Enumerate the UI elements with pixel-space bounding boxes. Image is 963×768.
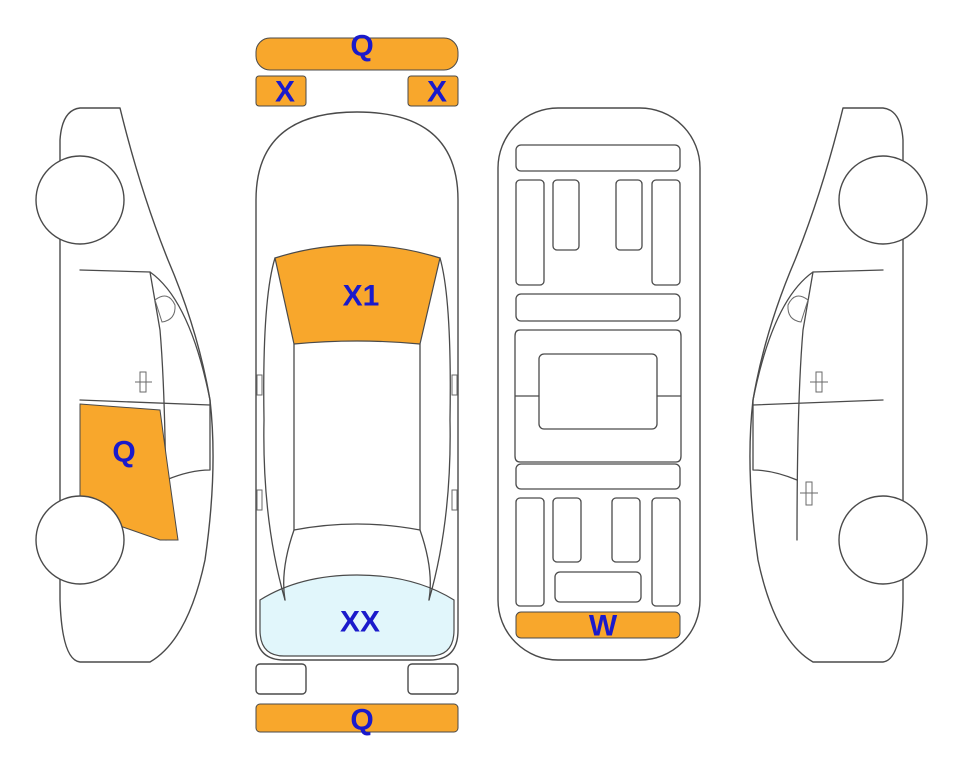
right-taillight: [407, 663, 459, 695]
underbody-mid-bar-2: [515, 463, 681, 490]
label-left-rear-door: Q: [112, 436, 135, 469]
label-windshield: X1: [343, 280, 380, 313]
right-side-door-seam: [752, 399, 884, 406]
underbody-rear-right-rail: [651, 497, 681, 607]
right-side-pillar: [796, 271, 814, 541]
label-front-bumper: Q: [350, 30, 373, 63]
top-view-rear-deck: [283, 529, 431, 601]
left-front-wheel: [35, 155, 125, 245]
label-rear-window: XX: [340, 606, 380, 639]
rear-bumper-damage: [255, 703, 459, 733]
top-view-right-mirror: [451, 374, 458, 396]
underbody-mid-bar-1: [515, 293, 681, 322]
underbody-front-right-rail: [651, 179, 681, 286]
underbody-outline: [497, 107, 701, 661]
right-headlight-damage: [407, 75, 459, 107]
underbody-center-frame: [514, 329, 682, 463]
top-view-right-side-line: [428, 257, 451, 601]
label-underbody-rear: W: [589, 610, 618, 643]
left-rear-wheel: [35, 495, 125, 585]
underbody-front-bar: [515, 144, 681, 172]
right-side-handle-front: [810, 371, 828, 393]
top-view-right-rear-marker: [451, 489, 458, 511]
right-side-view: [749, 107, 928, 663]
underbody-rear-left-inner: [552, 497, 582, 563]
underbody-rear-damage: [515, 611, 681, 639]
underbody-front-right-inner: [615, 179, 643, 251]
right-side-window-line: [752, 269, 884, 481]
underbody-front-left-inner: [552, 179, 580, 251]
left-side-mirror: [154, 295, 176, 323]
right-side-mirror: [787, 295, 809, 323]
label-left-headlight: X: [275, 76, 295, 109]
top-view-cabin: [293, 343, 421, 531]
top-view: [255, 37, 459, 733]
left-headlight-damage: [255, 75, 307, 107]
top-view-left-rear-marker: [256, 489, 263, 511]
underbody-center-pan: [538, 353, 658, 430]
left-side-window-line: [79, 269, 211, 481]
left-side-handle-front: [135, 371, 152, 393]
rear-window-damage: [259, 574, 455, 657]
underbody-view: [497, 107, 701, 661]
right-rear-wheel: [838, 495, 928, 585]
right-side-handle-rear: [800, 481, 818, 506]
underbody-rear-right-inner: [611, 497, 641, 563]
left-side-view: [35, 107, 214, 663]
underbody-rear-left-rail: [515, 497, 545, 607]
top-view-left-mirror: [256, 374, 263, 396]
underbody-front-left-rail: [515, 179, 545, 286]
front-bumper-damage: [255, 37, 459, 71]
right-front-wheel: [838, 155, 928, 245]
damage-labels: Q X X X1 XX Q W Q: [112, 30, 618, 737]
label-right-headlight: X: [427, 76, 447, 109]
left-taillight: [255, 663, 307, 695]
underbody-rear-tank: [554, 571, 642, 603]
left-side-door-seam: [79, 399, 211, 406]
label-rear-bumper: Q: [350, 704, 373, 737]
top-view-body: [255, 111, 459, 661]
top-view-left-side-line: [263, 257, 286, 601]
